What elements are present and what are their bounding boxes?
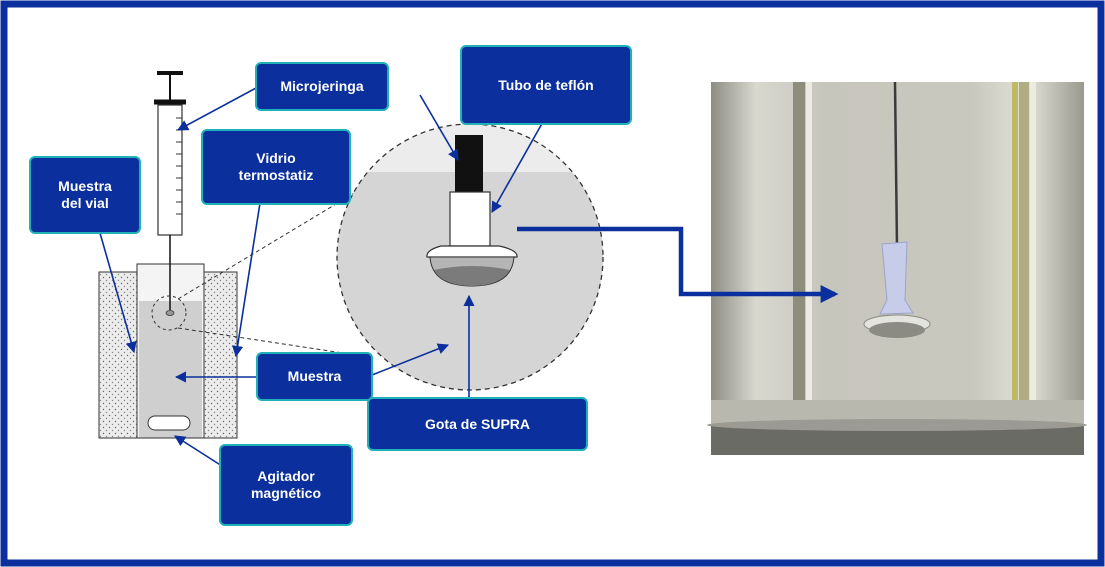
callout-arrows xyxy=(99,87,545,467)
label-muestra-text: Muestra xyxy=(287,368,342,384)
label-microjeringa-text: Microjeringa xyxy=(280,78,364,94)
label-muestra: Muestra xyxy=(256,352,373,401)
label-muestra-vial-text: Muestra del vial xyxy=(58,178,112,211)
drop-suspended-photo xyxy=(707,81,1087,455)
label-tubo-teflon: Tubo de teflón xyxy=(460,45,632,125)
label-agitador-magnetico: Agitador magnético xyxy=(219,444,353,526)
label-vidrio-termostatiz: Vidrio termostatiz xyxy=(201,129,351,205)
arrow-muestra-zoom xyxy=(371,343,450,376)
zoom-circle xyxy=(336,123,604,391)
arrow-muestra-vial xyxy=(99,232,137,354)
label-vidrio-termostatiz-text: Vidrio termostatiz xyxy=(238,150,314,183)
zoom-source-circle xyxy=(151,295,187,331)
syringe-icon xyxy=(154,71,186,316)
zoom-line-top xyxy=(177,191,357,300)
thermostatted-vessel xyxy=(98,263,238,439)
arrow-to-photo xyxy=(517,226,839,303)
label-gota-supra-text: Gota de SUPRA xyxy=(424,415,530,432)
label-muestra-vial: Muestra del vial xyxy=(29,156,141,234)
magnetic-stir-bar-icon xyxy=(147,415,191,431)
arrow-tubo-teflon xyxy=(491,119,545,213)
zoom-line-bottom xyxy=(177,327,357,356)
arrow-agitador xyxy=(174,435,223,467)
arrow-microjeringa-syringe xyxy=(177,87,257,131)
label-agitador-magnetico-text: Agitador magnético xyxy=(250,468,321,501)
label-microjeringa: Microjeringa xyxy=(255,62,389,111)
arrow-vidrio xyxy=(232,202,261,358)
label-tubo-teflon-text: Tubo de teflón xyxy=(498,76,594,93)
label-gota-supra: Gota de SUPRA xyxy=(367,397,588,451)
arrow-microjeringa-zoom xyxy=(419,94,459,161)
